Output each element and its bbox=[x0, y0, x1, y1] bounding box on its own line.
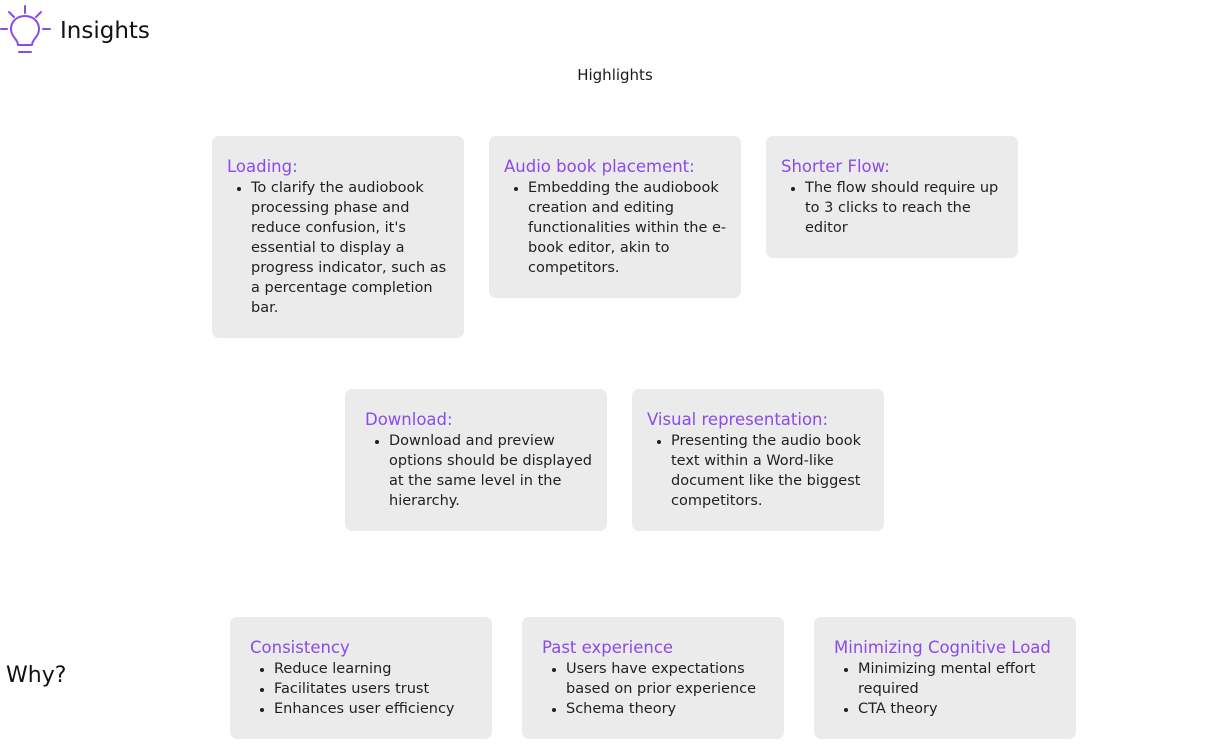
card-title: Download: bbox=[365, 410, 453, 429]
highlight-card-shorter-flow: Shorter Flow: The flow should require up… bbox=[766, 136, 1018, 258]
highlight-card-audio-book-placement: Audio book placement: Embedding the audi… bbox=[489, 136, 741, 298]
highlight-card-visual-representation: Visual representation: Presenting the au… bbox=[632, 389, 884, 531]
card-title: Visual representation: bbox=[647, 410, 829, 429]
card-bullets: To clarify the audiobook processing phas… bbox=[227, 178, 450, 318]
card-title: Minimizing Cognitive Load bbox=[834, 638, 1051, 657]
card-title: Loading: bbox=[227, 157, 298, 176]
card-bullet: Enhances user efficiency bbox=[274, 699, 478, 719]
why-card-minimizing-cognitive-load: Minimizing Cognitive Load Minimizing men… bbox=[814, 617, 1076, 739]
card-bullet: Presenting the audio book text within a … bbox=[671, 431, 870, 511]
card-bullet: Reduce learning bbox=[274, 659, 478, 679]
card-title: Shorter Flow: bbox=[781, 157, 890, 176]
card-title: Consistency bbox=[250, 638, 350, 657]
card-bullet: To clarify the audiobook processing phas… bbox=[251, 178, 450, 318]
card-bullet: Download and preview options should be d… bbox=[389, 431, 593, 511]
card-bullets: Reduce learning Facilitates users trust … bbox=[250, 659, 478, 719]
card-bullets: Minimizing mental effort required CTA th… bbox=[834, 659, 1062, 719]
card-title: Past experience bbox=[542, 638, 674, 657]
highlight-card-loading: Loading: To clarify the audiobook proces… bbox=[212, 136, 464, 338]
card-bullet: Schema theory bbox=[566, 699, 770, 719]
why-card-consistency: Consistency Reduce learning Facilitates … bbox=[230, 617, 492, 739]
card-bullets: Embedding the audiobook creation and edi… bbox=[504, 178, 727, 278]
card-bullet: Users have expectations based on prior e… bbox=[566, 659, 770, 699]
highlight-card-download: Download: Download and preview options s… bbox=[345, 389, 607, 531]
card-bullets: Download and preview options should be d… bbox=[365, 431, 593, 511]
page-header: Insights bbox=[0, 4, 150, 58]
card-bullets: The flow should require up to 3 clicks t… bbox=[781, 178, 1004, 238]
card-bullet: Embedding the audiobook creation and edi… bbox=[528, 178, 727, 278]
card-title: Audio book placement: bbox=[504, 157, 695, 176]
card-bullet: Minimizing mental effort required bbox=[858, 659, 1062, 699]
page-title: Insights bbox=[60, 18, 150, 44]
card-bullets: Users have expectations based on prior e… bbox=[542, 659, 770, 719]
lightbulb-icon bbox=[0, 5, 51, 53]
card-bullet: CTA theory bbox=[858, 699, 1062, 719]
highlights-label: Highlights bbox=[577, 66, 653, 84]
card-bullets: Presenting the audio book text within a … bbox=[647, 431, 870, 511]
card-bullet: The flow should require up to 3 clicks t… bbox=[805, 178, 1004, 238]
why-label: Why? bbox=[6, 663, 67, 688]
card-bullet: Facilitates users trust bbox=[274, 679, 478, 699]
why-card-past-experience: Past experience Users have expectations … bbox=[522, 617, 784, 739]
